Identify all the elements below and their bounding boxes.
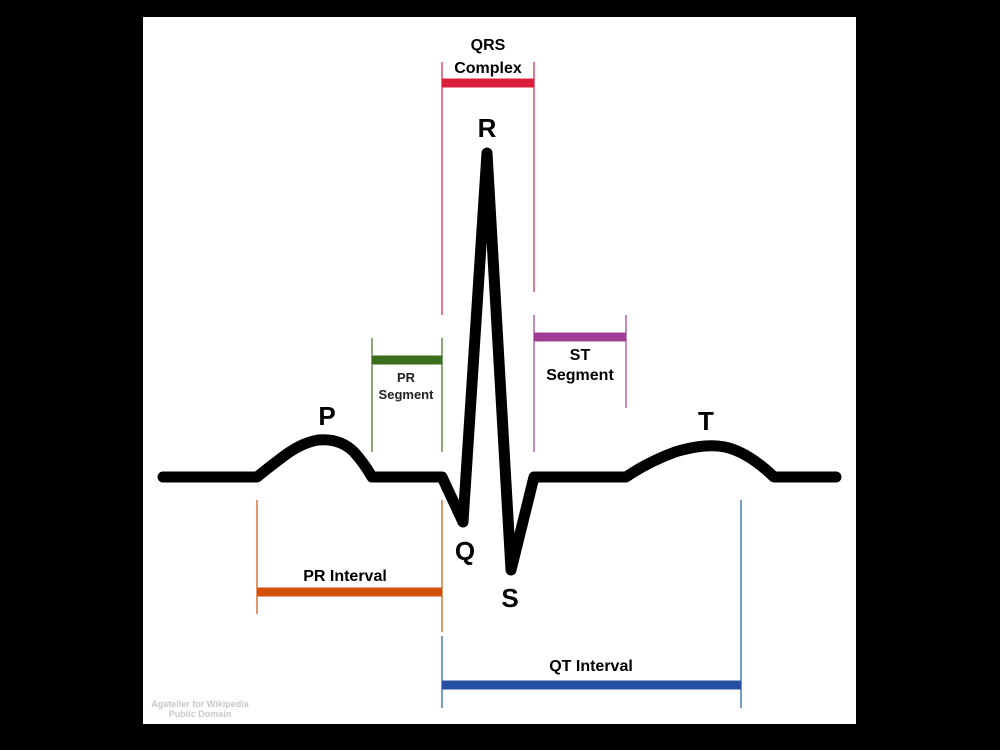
t-wave-label: T [698,406,714,436]
ecg-trace [157,147,842,576]
credit-line1: Agateller for Wikipedia [151,699,249,709]
st-segment-label-line1: ST [570,347,591,364]
qrs-label-line2: Complex [454,60,522,77]
pr-segment-marker: PR Segment [371,338,443,452]
pr-interval-label: PR Interval [303,568,387,585]
qrs-complex-marker: QRS Complex [441,37,535,315]
st-segment-marker: ST Segment [533,315,627,452]
qt-interval-marker: QT Interval [441,500,742,708]
st-segment-label-line2: Segment [546,367,614,384]
qrs-label-line1: QRS [471,37,506,54]
pr-segment-label-line2: Segment [379,387,435,402]
pr-interval-marker: PR Interval [256,500,443,632]
s-wave-label: S [501,583,518,613]
r-wave-label: R [478,113,497,143]
q-wave-label: Q [455,536,475,566]
p-wave-label: P [318,401,335,431]
credit-line2: Public Domain [169,709,232,719]
qt-interval-label: QT Interval [549,658,633,675]
pr-segment-label-line1: PR [397,370,416,385]
